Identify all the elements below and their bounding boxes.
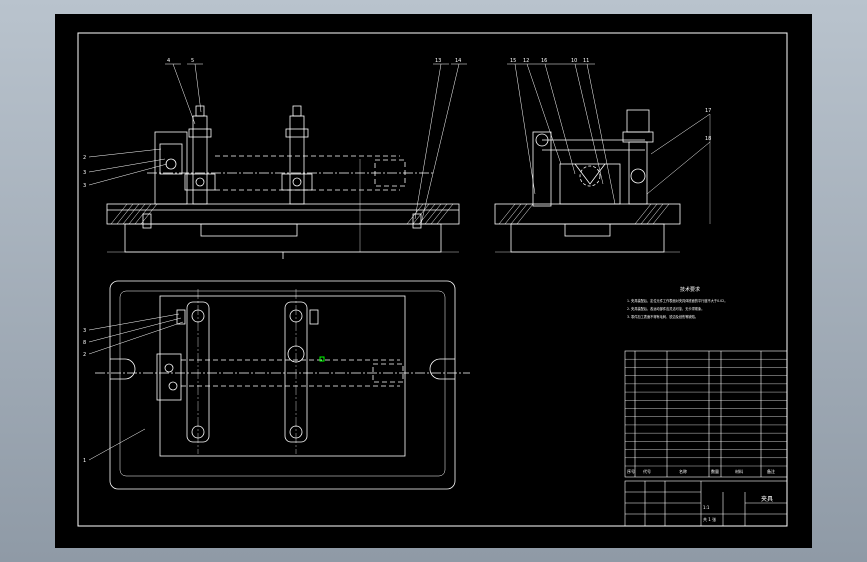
title-block <box>624 480 788 527</box>
snap-marker <box>319 356 325 362</box>
cad-drawing: 4 5 13 14 2 3 3 15 12 16 10 11 17 18 3 8… <box>77 32 788 527</box>
parts-table <box>624 350 788 478</box>
callout-5: 5 <box>191 58 194 64</box>
callout-t1: 1 <box>83 458 86 464</box>
callout-4: 4 <box>167 58 170 64</box>
table-header-no: 序号 <box>627 468 635 474</box>
table-header-qty: 数量 <box>711 468 719 474</box>
callout-11: 11 <box>583 58 589 64</box>
table-header-code: 代号 <box>643 468 651 474</box>
notes-title: 技术要求 <box>680 286 700 293</box>
note-line-2: 2. 夹具装配后，各运动部件应灵活可靠，无卡滞现象。 <box>627 306 704 311</box>
table-header-name: 名称 <box>679 468 687 474</box>
callout-f3b: 3 <box>83 183 86 189</box>
callout-14: 14 <box>455 58 461 64</box>
callout-t3: 3 <box>83 328 86 334</box>
callout-12: 12 <box>523 58 529 64</box>
callout-f3a: 3 <box>83 170 86 176</box>
callout-10: 10 <box>571 58 577 64</box>
table-header-material: 材料 <box>735 468 743 474</box>
side-view <box>494 109 711 253</box>
title-block-name: 夹具 <box>761 495 773 503</box>
note-line-1: 1. 夹具装配后，定位元件工作表面对夹具体底面的平行度不大于0.02。 <box>627 298 727 303</box>
drawing-sheet: 4 5 13 14 2 3 3 15 12 16 10 11 17 18 3 8… <box>55 14 812 548</box>
title-block-scale: 1:1 <box>703 505 710 510</box>
callout-17: 17 <box>705 108 711 114</box>
front-view <box>106 105 460 259</box>
callout-18: 18 <box>705 136 711 142</box>
top-view <box>95 280 470 490</box>
callout-15: 15 <box>510 58 516 64</box>
callout-16: 16 <box>541 58 547 64</box>
note-line-3: 3. 零件加工表面不得有毛刺、锐边及划伤等缺陷。 <box>627 314 698 319</box>
outer-frame <box>77 32 788 527</box>
callout-t2: 2 <box>83 352 86 358</box>
title-block-sheet: 共 1 张 <box>703 516 716 522</box>
callout-13: 13 <box>435 58 441 64</box>
table-header-remark: 备注 <box>767 468 775 474</box>
callout-t8: 8 <box>83 340 86 346</box>
callout-f2: 2 <box>83 155 86 161</box>
